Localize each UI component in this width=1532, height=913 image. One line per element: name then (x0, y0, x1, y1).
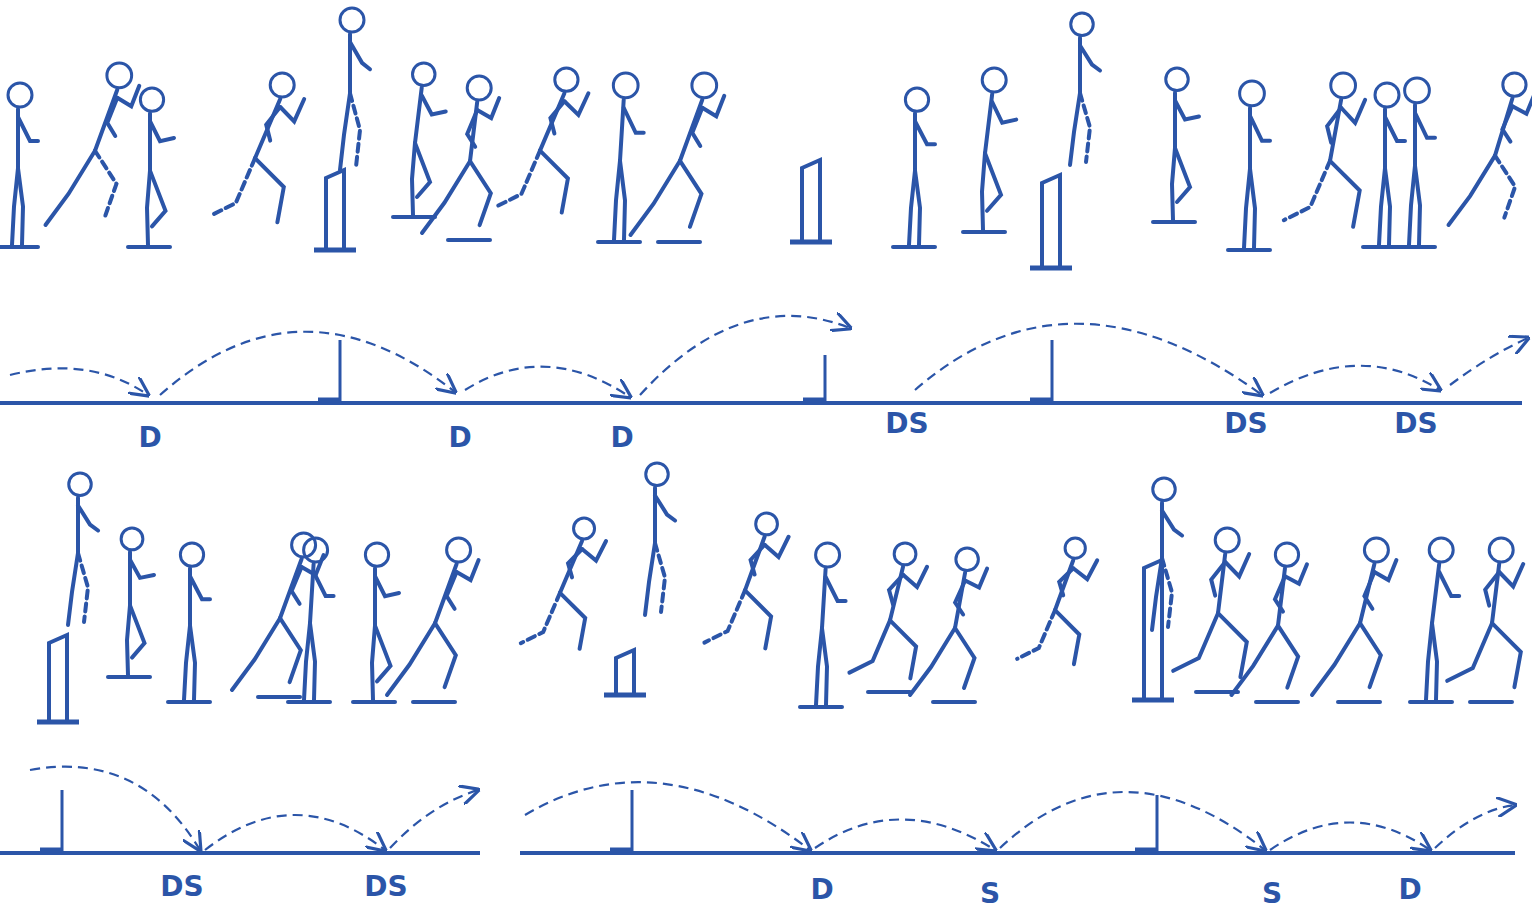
runner-figure (1070, 13, 1100, 165)
runner-figure (631, 73, 725, 242)
flight-arc (1450, 338, 1528, 385)
flight-arc (815, 819, 995, 850)
runner-figure (1017, 538, 1097, 664)
flight-arc (525, 782, 810, 850)
hurdle-mark (1135, 795, 1157, 853)
runner-figure (1312, 538, 1396, 702)
flight-arc (465, 367, 630, 397)
runner-figure (232, 533, 324, 697)
runner-figure (1232, 543, 1307, 702)
hurdle-mark (40, 790, 62, 853)
runner-figure (387, 538, 479, 702)
stride-label: DS (885, 410, 928, 438)
hurdle-figure (314, 170, 356, 250)
flight-arc (30, 767, 200, 850)
runner-figure (1152, 478, 1182, 630)
ground-line (0, 851, 480, 855)
runner-figure (1449, 73, 1532, 225)
runner-figure (497, 68, 589, 213)
flight-arc (1000, 792, 1265, 850)
hurdle-figure (604, 650, 646, 695)
runner-figure (645, 463, 675, 615)
flight-arc (1435, 805, 1515, 848)
hurdle-mark (803, 355, 825, 403)
runner-figure (0, 83, 38, 247)
runner-figure (340, 8, 370, 170)
stride-label: S (980, 880, 1000, 908)
hurdle-mark (610, 790, 632, 853)
runner-figure (849, 543, 927, 692)
runner-figure (598, 73, 644, 242)
runner-figure (353, 543, 399, 702)
runner-figure (1447, 538, 1523, 702)
flight-arc (1270, 366, 1440, 393)
runner-figure (521, 518, 606, 649)
hurdle-mark (1030, 340, 1052, 403)
runner-figure (1393, 78, 1435, 247)
stride-label: DS (1224, 410, 1267, 438)
runner-figure (128, 88, 174, 247)
hurdle-figure (790, 160, 832, 242)
runner-figure (1363, 83, 1405, 247)
runner-figure (288, 538, 334, 702)
runner-figure (1284, 73, 1365, 227)
runner-figure (168, 543, 210, 702)
stride-label: DS (1394, 410, 1437, 438)
stride-label: S (1262, 880, 1282, 908)
runner-figure (893, 88, 935, 247)
runner-figure (422, 76, 499, 240)
flight-arc (390, 790, 478, 848)
stride-label: D (138, 424, 161, 452)
runner-figure (68, 473, 98, 625)
flight-arc (915, 324, 1262, 395)
runner-figure (393, 63, 446, 217)
hurdle-figure (1030, 175, 1072, 268)
runner-figure (1173, 528, 1249, 692)
runner-figure (46, 63, 140, 225)
runner-figure (1228, 81, 1270, 250)
hurdle-figure (37, 635, 79, 722)
runner-figure (963, 68, 1016, 232)
stride-label: D (1398, 876, 1421, 904)
ground-line (0, 401, 1522, 405)
hurdle-figure (1132, 560, 1174, 700)
runner-figure (704, 513, 788, 648)
stride-label: DS (364, 873, 407, 901)
flight-arc (640, 316, 850, 395)
ground-line (520, 851, 1515, 855)
runner-figure (1153, 68, 1199, 222)
hurdle-mark (318, 340, 340, 403)
stride-label: DS (160, 873, 203, 901)
flight-arc (205, 815, 385, 850)
flight-arc (10, 368, 148, 395)
runner-figure (910, 548, 987, 702)
flight-arc (1270, 823, 1430, 851)
stride-label: D (810, 876, 833, 904)
flight-arc (160, 332, 455, 395)
runner-figure (108, 528, 154, 677)
stride-label: D (610, 424, 633, 452)
stride-label: D (448, 424, 471, 452)
runner-figure (800, 543, 846, 707)
runner-figure (210, 73, 304, 222)
